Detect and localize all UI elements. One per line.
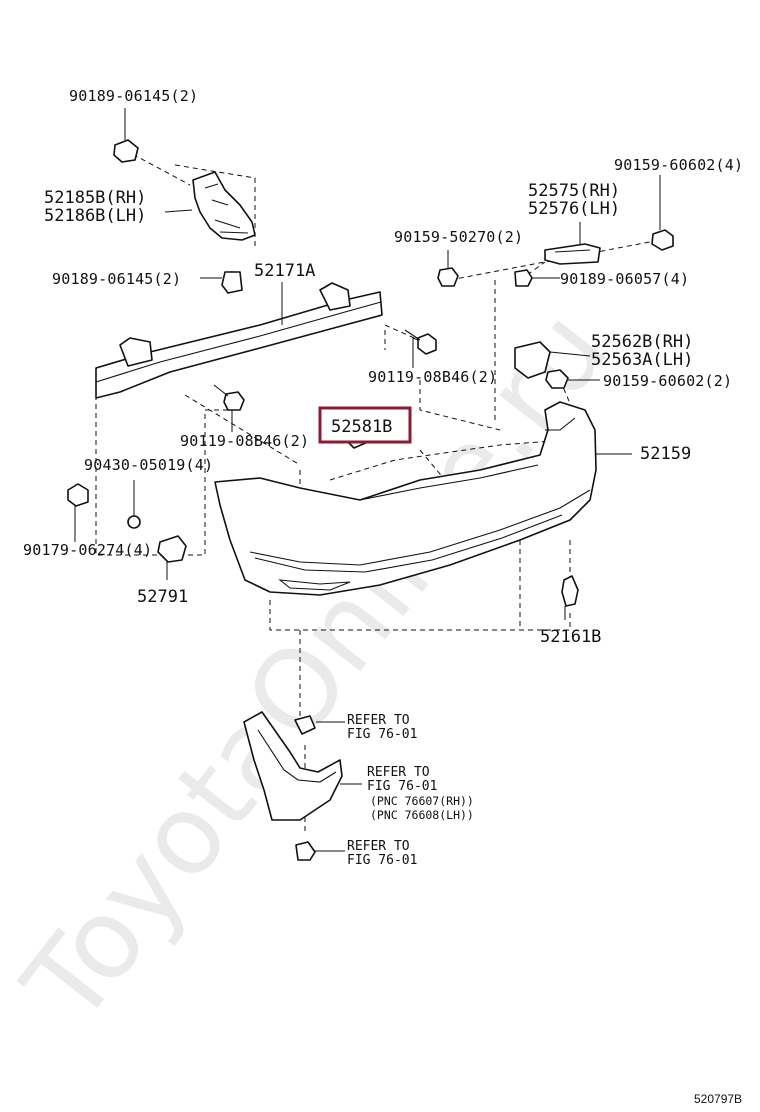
part-labels: 90189-06145(2) 52185B(RH) 52186B(LH) 901… xyxy=(23,87,743,1106)
clip-52161b xyxy=(561,575,579,607)
clip-refer-top xyxy=(294,715,316,735)
label-90119-left: 90119-08B46(2) xyxy=(180,432,309,450)
label-52581b[interactable]: 52581B xyxy=(331,417,392,437)
label-52185b: 52185B(RH) xyxy=(44,188,146,208)
label-52171a: 52171A xyxy=(254,261,315,281)
label-90159-50270: 90159-50270(2) xyxy=(394,228,523,246)
watermark: ToyotaOnline.ru xyxy=(0,287,632,1047)
label-52562b: 52562B(RH) xyxy=(591,332,693,352)
bolt-90159-mid xyxy=(545,369,569,389)
label-52563a: 52563A(LH) xyxy=(591,350,693,370)
refer-label-1a: REFER TO xyxy=(347,713,410,728)
clip-90189-top xyxy=(113,139,139,163)
bolt-refer-bottom xyxy=(295,841,316,861)
retainer-90179 xyxy=(67,483,89,507)
label-52576: 52576(LH) xyxy=(528,199,620,219)
bolt-90119-left xyxy=(213,384,245,411)
refer-label-2d: (PNC 76608(LH)) xyxy=(370,808,474,822)
mudflap xyxy=(243,711,343,821)
refer-label-3a: REFER TO xyxy=(347,839,410,854)
clip-90189-06057 xyxy=(514,269,533,287)
label-90159-top: 90159-60602(4) xyxy=(614,156,743,174)
label-52791: 52791 xyxy=(137,587,188,607)
label-52575: 52575(RH) xyxy=(528,181,620,201)
label-90159-mid: 90159-60602(2) xyxy=(603,372,732,390)
refer-label-2b: FIG 76-01 xyxy=(367,779,437,794)
label-90430: 90430-05019(4) xyxy=(84,456,213,474)
label-90119-right: 90119-08B46(2) xyxy=(368,368,497,386)
washer-90430 xyxy=(127,515,141,529)
refer-label-2a: REFER TO xyxy=(367,765,430,780)
highlight-box xyxy=(318,406,412,444)
bumper-reinforcement-52171a xyxy=(95,282,383,399)
leader-lines xyxy=(74,108,661,852)
figure-code: 520797B xyxy=(694,1092,742,1106)
bolt-90159-50270 xyxy=(437,267,459,287)
label-90179: 90179-06274(4) xyxy=(23,541,152,559)
label-90189-mid: 90189-06145(2) xyxy=(52,270,181,288)
bracket-52575 xyxy=(544,243,601,265)
bumper-cover-52159 xyxy=(214,401,597,596)
label-52161b: 52161B xyxy=(540,627,601,647)
nut-90189-mid xyxy=(221,271,243,294)
side-bracket-52185b xyxy=(192,171,256,241)
refer-label-2c: (PNC 76607(RH)) xyxy=(370,794,474,808)
label-52159: 52159 xyxy=(640,444,691,464)
bolt-90119-right xyxy=(404,329,437,355)
bolt-90159-top xyxy=(651,229,674,251)
label-90189-top: 90189-06145(2) xyxy=(69,87,198,105)
refer-label-1b: FIG 76-01 xyxy=(347,727,417,742)
label-52186b: 52186B(LH) xyxy=(44,206,146,226)
refer-label-3b: FIG 76-01 xyxy=(347,853,417,868)
label-90189-06057: 90189-06057(4) xyxy=(560,270,689,288)
bracket-52791 xyxy=(157,535,187,563)
bracket-52562 xyxy=(514,341,551,379)
